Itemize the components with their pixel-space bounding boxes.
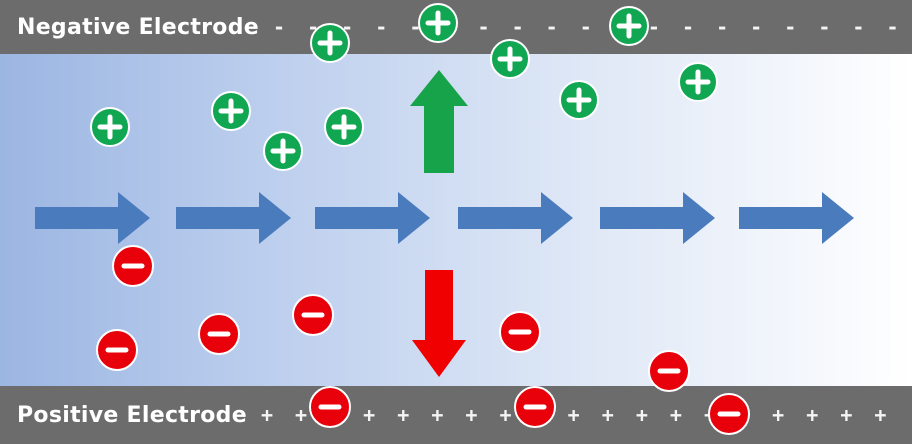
flow-arrow [176,192,291,244]
cation [559,80,599,120]
anion [292,294,334,336]
positive-electrode: Positive Electrode + + + + + + + + + + +… [0,386,912,444]
cation [310,23,350,63]
cation [678,62,718,102]
cation [90,107,130,147]
flow-arrow [35,192,150,244]
positive-electrode-label: Positive Electrode [17,402,247,428]
anion [96,329,138,371]
flow-arrow [458,192,573,244]
negative-electrode-label: Negative Electrode [17,14,259,40]
negative-electrode-marks: - - - - - - - - - - - - - - - - - - - [273,15,904,39]
cations [90,3,718,171]
cation [211,91,251,131]
flow-arrow [600,192,715,244]
cation [418,3,458,43]
flow-arrows [35,192,854,244]
flow-arrow [739,192,854,244]
cation [263,131,303,171]
flow-arrow [315,192,430,244]
cation [490,39,530,79]
cation-migration-arrow [410,70,468,173]
cation [609,6,649,46]
anion [309,386,351,428]
positive-electrode-marks: + + + + + + + + + + + + + + + + + + + [260,403,892,427]
cation [324,107,364,147]
anion [198,313,240,355]
anion [499,311,541,353]
anion [708,393,750,435]
anion-migration-arrow [412,270,466,377]
anion [514,386,556,428]
anions [96,245,750,435]
anion [112,245,154,287]
anion [648,350,690,392]
